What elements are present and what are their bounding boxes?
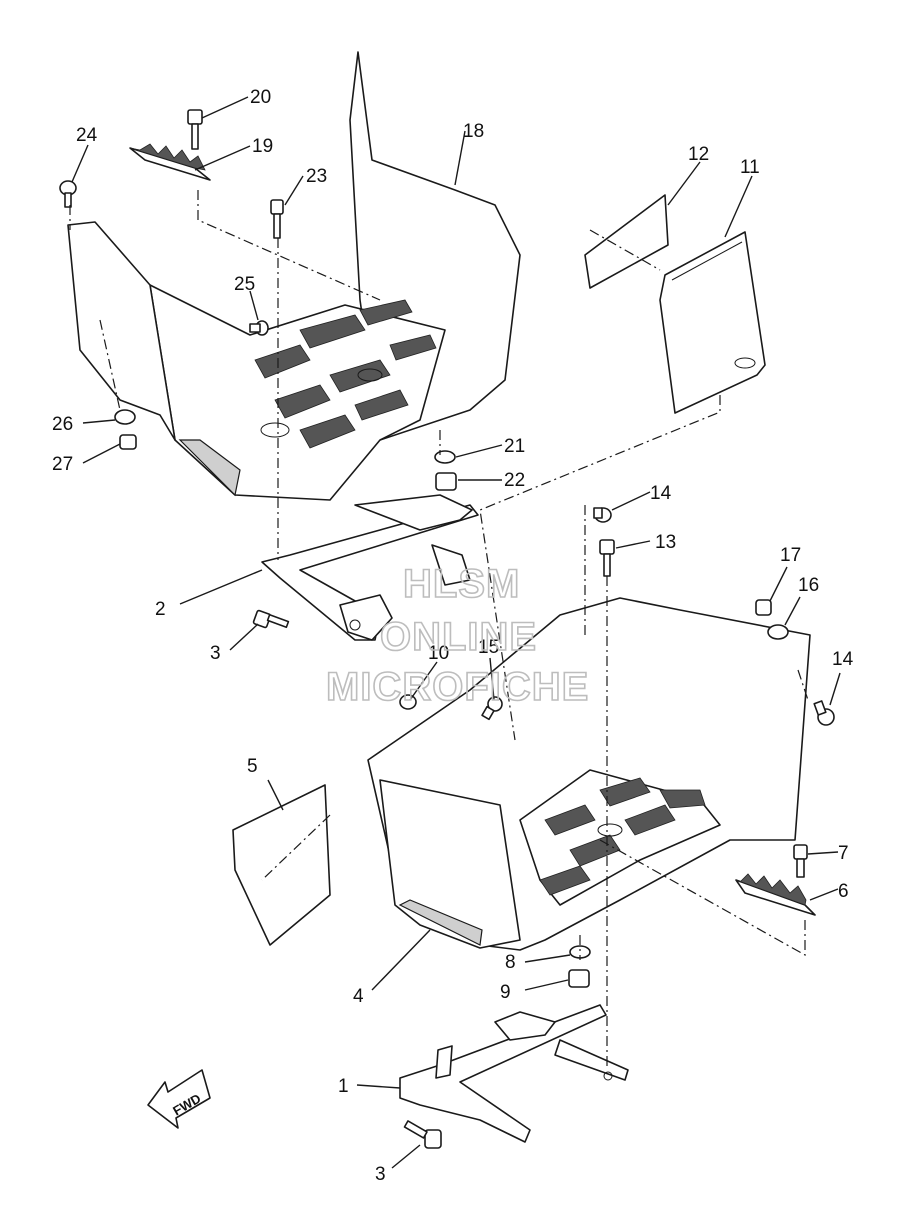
- washer-26: [114, 409, 136, 425]
- callout-20: 20: [250, 87, 271, 108]
- leader-lines: [69, 96, 841, 1169]
- callout-26: 26: [52, 414, 73, 435]
- callout-18: 18: [463, 121, 484, 142]
- nut-22: [435, 472, 457, 491]
- bolt-24: [59, 180, 77, 208]
- clip-10: [399, 694, 417, 710]
- mat-part-5: [232, 784, 331, 946]
- watermark: HLSM ONLINE MICROFICHE: [325, 561, 589, 710]
- callout-labels: 1 2 3 3 4 5 6 7 8 9 10 11 12 13 14 14 15…: [52, 87, 854, 1185]
- callout-7: 7: [838, 843, 849, 864]
- callout-23: 23: [306, 166, 327, 187]
- callout-13: 13: [655, 532, 676, 553]
- nut-17: [755, 599, 772, 616]
- callout-16: 16: [798, 575, 819, 596]
- callout-6: 6: [838, 881, 849, 902]
- callout-4: 4: [353, 986, 364, 1007]
- step-plate-19: [129, 143, 211, 181]
- lower-footwell-assembly: [367, 597, 811, 951]
- callout-25: 25: [234, 274, 255, 295]
- nut-9: [568, 969, 590, 988]
- callout-21: 21: [504, 436, 525, 457]
- callout-19: 19: [252, 136, 273, 157]
- callout-17: 17: [780, 545, 801, 566]
- callout-22: 22: [504, 470, 525, 491]
- callout-14-upper: 14: [650, 483, 672, 504]
- watermark-line-3: MICROFICHE: [326, 665, 589, 709]
- screw-14-upper: [593, 507, 612, 523]
- washer-16: [767, 624, 789, 640]
- step-plate-6: [735, 873, 816, 916]
- callout-10: 10: [428, 643, 449, 664]
- watermark-line-2: ONLINE: [380, 615, 537, 659]
- bolt-3-lower: [403, 1120, 442, 1149]
- washer-21: [434, 450, 456, 464]
- callout-15: 15: [478, 637, 499, 658]
- cover-part-11: [659, 231, 766, 414]
- watermark-line-1: HLSM: [403, 562, 520, 606]
- callout-27: 27: [52, 454, 73, 475]
- bolt-7: [793, 844, 808, 878]
- callout-24: 24: [76, 125, 98, 146]
- callout-11: 11: [740, 157, 760, 178]
- callout-9: 9: [500, 982, 511, 1003]
- pad-part-12: [584, 194, 669, 289]
- bracket-part-1: [399, 1004, 629, 1143]
- bolt-13: [599, 539, 615, 577]
- callout-5: 5: [247, 756, 258, 777]
- screw-25: [249, 320, 269, 336]
- bolt-3-upper: [252, 609, 290, 629]
- callout-3-upper: 3: [210, 643, 221, 664]
- callout-3-lower: 3: [375, 1164, 386, 1185]
- fwd-arrow-icon: FWD: [147, 1069, 211, 1129]
- bolt-23: [270, 199, 284, 239]
- screw-14-right: [813, 700, 835, 726]
- nut-27: [119, 434, 137, 450]
- bracket-part-2: [261, 494, 479, 641]
- upper-footwell-assembly: [67, 51, 521, 501]
- callout-12: 12: [688, 144, 709, 165]
- callout-8: 8: [505, 952, 516, 973]
- callout-14-right: 14: [832, 649, 854, 670]
- lower-floor-grate: [539, 777, 706, 896]
- bolt-20: [187, 109, 203, 150]
- callout-2: 2: [155, 599, 166, 620]
- screw-15: [481, 696, 503, 721]
- upper-floor-grate: [254, 299, 437, 449]
- callout-1: 1: [338, 1076, 349, 1097]
